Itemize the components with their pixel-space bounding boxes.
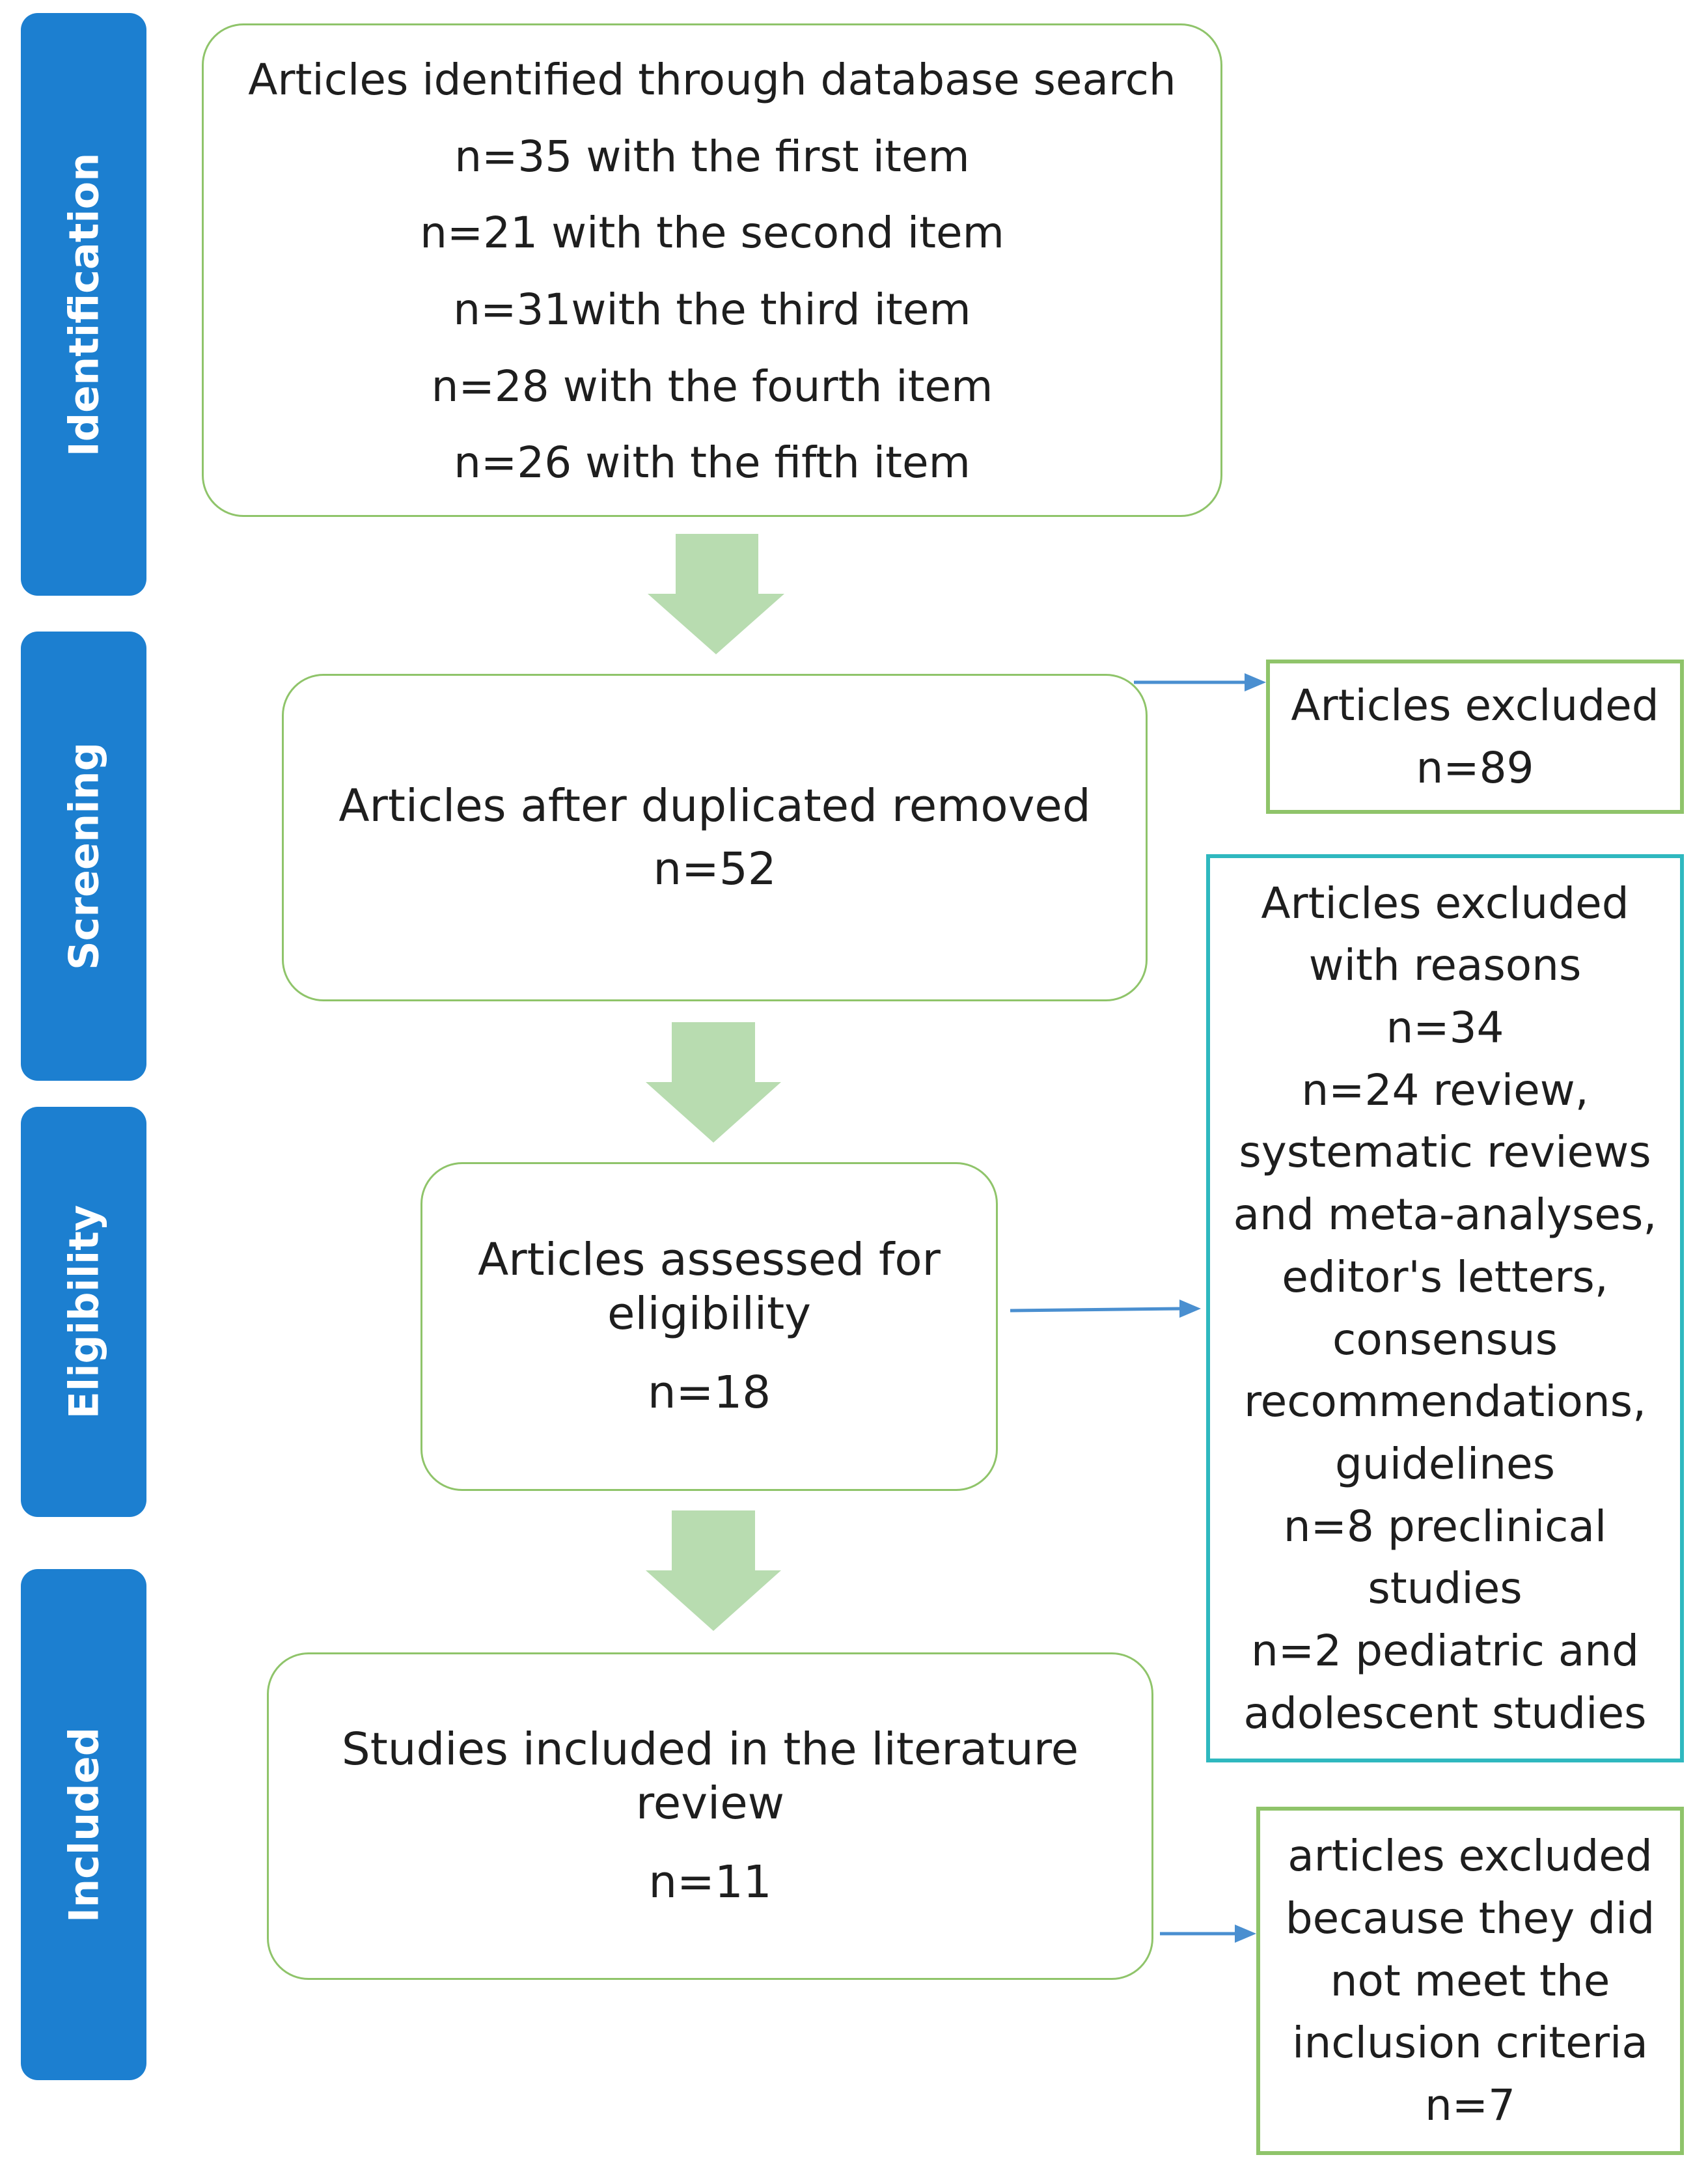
reasons-box: Articles excluded with reasons n=34 n=24… (1206, 854, 1684, 1762)
screening-box: Articles after duplicated removed n=52 (282, 674, 1148, 1001)
down-arrow-1 (648, 534, 784, 654)
reasons-line: and meta-analyses, (1233, 1189, 1657, 1240)
side-arrow-reasons-head (1179, 1300, 1201, 1318)
reasons-line: studies (1368, 1563, 1522, 1614)
criteria-line: not meet the (1330, 1955, 1610, 2006)
identification-line: Articles identified through database sea… (248, 55, 1176, 105)
included-count: n=11 (648, 1856, 772, 1908)
identification-box: Articles identified through database sea… (202, 23, 1222, 517)
reasons-line: editor's letters, (1282, 1251, 1608, 1302)
reasons-line: recommendations, (1243, 1376, 1647, 1427)
eligibility-box: Articles assessed for eligibility n=18 (420, 1162, 998, 1491)
down-arrow-2 (646, 1022, 781, 1143)
identification-line: n=26 with the fifth item (454, 438, 971, 488)
reasons-line: Articles excluded (1261, 878, 1629, 928)
included-box: Studies included in the literature revie… (267, 1652, 1153, 1980)
phase-identification: Identification (21, 13, 146, 596)
criteria-line: n=7 (1424, 2080, 1516, 2131)
eligibility-title: eligibility (607, 1288, 811, 1341)
excluded-count: n=89 (1416, 742, 1534, 793)
included-title: Studies included in the literature (341, 1723, 1079, 1776)
reasons-line: guidelines (1334, 1438, 1556, 1489)
reasons-line: systematic reviews (1239, 1127, 1651, 1178)
phase-screening: Screening (21, 632, 146, 1081)
reasons-line: consensus (1332, 1314, 1558, 1365)
screening-count: n=52 (653, 842, 777, 895)
excluded-title: Articles excluded (1291, 680, 1659, 730)
side-arrow-excluded-head (1245, 673, 1266, 691)
criteria-line: because they did (1285, 1893, 1655, 1943)
criteria-line: articles excluded (1288, 1831, 1653, 1882)
identification-line: n=35 with the first item (454, 131, 970, 182)
eligibility-title: Articles assessed for (478, 1234, 941, 1287)
included-title: review (635, 1777, 785, 1830)
excluded-box: Articles excluded n=89 (1266, 660, 1684, 814)
reasons-line: n=24 review, (1301, 1064, 1589, 1115)
eligibility-count: n=18 (647, 1366, 771, 1419)
down-arrow-3 (646, 1510, 781, 1631)
reasons-line: with reasons (1308, 940, 1582, 991)
identification-line: n=28 with the fourth item (431, 361, 993, 411)
side-arrow-criteria-head (1235, 1925, 1256, 1943)
criteria-line: inclusion criteria (1292, 2018, 1648, 2068)
phase-eligibility: Eligibility (21, 1107, 146, 1517)
reasons-line: n=34 (1386, 1003, 1504, 1053)
side-arrow-reasons-line (1010, 1307, 1182, 1313)
identification-line: n=31with the third item (453, 285, 971, 335)
identification-line: n=21 with the second item (420, 208, 1004, 258)
criteria-box: articles excluded because they did not m… (1256, 1807, 1684, 2155)
reasons-line: n=2 pediatric and (1250, 1625, 1640, 1676)
reasons-line: n=8 preclinical (1283, 1501, 1607, 1551)
reasons-line: adolescent studies (1243, 1688, 1647, 1738)
phase-included: Included (21, 1569, 146, 2080)
screening-title: Articles after duplicated removed (338, 779, 1091, 832)
